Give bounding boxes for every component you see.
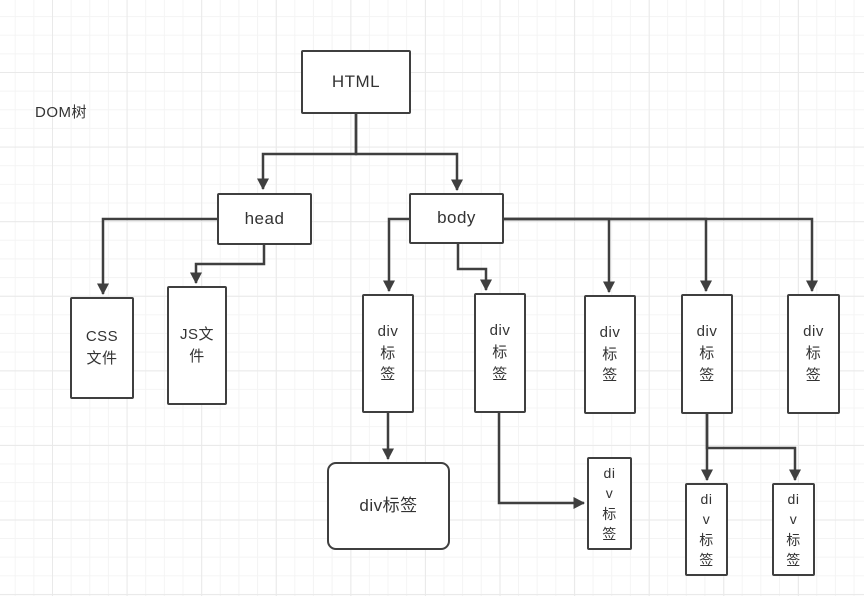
node-js-file[interactable]: JS文 件 — [167, 286, 227, 405]
node-div-1[interactable]: div 标 签 — [362, 294, 414, 413]
node-div-label[interactable]: div标签 — [327, 462, 450, 550]
node-label-css-file: CSS 文件 — [85, 328, 119, 367]
node-label-div-5: div 标 签 — [803, 323, 824, 384]
node-div-5[interactable]: div 标 签 — [787, 294, 840, 414]
diagram-title: DOM树 — [35, 104, 87, 121]
node-label-body: body — [437, 208, 476, 228]
node-css-file[interactable]: CSS 文件 — [70, 297, 134, 399]
node-label-div-4-child-2: di v 标 签 — [786, 490, 801, 568]
edge-html-body[interactable] — [354, 114, 463, 191]
node-div-2-child[interactable]: di v 标 签 — [587, 457, 632, 550]
node-div-3[interactable]: div 标 签 — [584, 295, 636, 414]
node-body[interactable]: body — [409, 193, 504, 244]
node-label-div-label: div标签 — [359, 495, 418, 515]
edge-head-css[interactable] — [97, 217, 217, 295]
node-label-div-3: div 标 签 — [599, 323, 621, 385]
node-div-4-child-1[interactable]: di v 标 签 — [685, 483, 728, 576]
node-label-div-4: div 标 签 — [696, 323, 718, 384]
node-html[interactable]: HTML — [301, 50, 411, 114]
edge-html-head[interactable] — [257, 114, 358, 190]
node-head[interactable]: head — [217, 193, 312, 245]
node-label-div-4-child-1: di v 标 签 — [699, 490, 714, 568]
edge-body-div4[interactable] — [504, 217, 712, 292]
edge-head-js[interactable] — [190, 245, 266, 284]
node-label-div-2: div 标 签 — [489, 322, 511, 383]
node-label-div-2-child: di v 标 签 — [602, 464, 617, 542]
node-div-4[interactable]: div 标 签 — [681, 294, 733, 414]
node-label-html: HTML — [331, 71, 381, 91]
node-div-4-child-2[interactable]: di v 标 签 — [772, 483, 815, 576]
node-div-2[interactable]: div 标 签 — [474, 293, 526, 413]
edge-body-div1[interactable] — [383, 217, 409, 292]
edge-body-div3[interactable] — [504, 217, 615, 293]
node-label-head: head — [244, 208, 285, 228]
edge-body-div2[interactable] — [456, 244, 492, 291]
node-label-js-file: JS文 件 — [179, 325, 214, 365]
edge-div2-child[interactable] — [497, 413, 585, 509]
edge-body-div5[interactable] — [504, 217, 818, 292]
edge-div4-child2[interactable] — [705, 414, 801, 481]
node-label-div-1: div 标 签 — [377, 322, 399, 384]
